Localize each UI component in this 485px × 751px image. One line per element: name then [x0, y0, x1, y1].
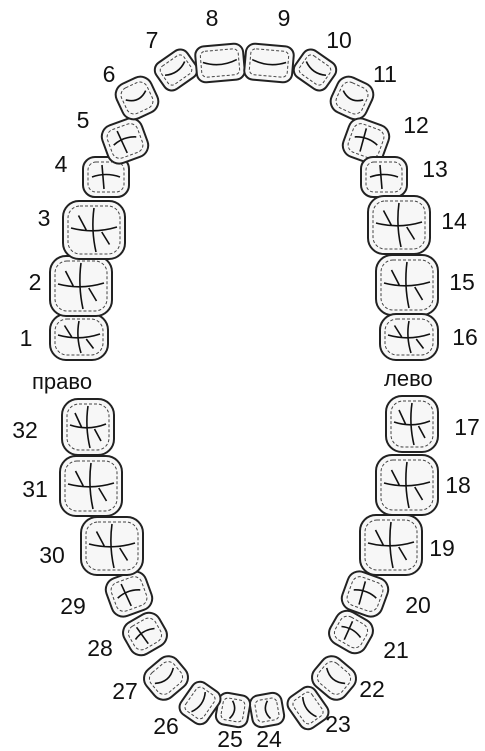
tooth-13-outline	[361, 157, 407, 197]
tooth-15[interactable]	[376, 255, 438, 315]
tooth-10[interactable]	[290, 46, 339, 94]
tooth-number-label-7: 7	[146, 27, 159, 53]
tooth-11[interactable]	[327, 73, 377, 123]
teeth-layer	[50, 43, 438, 733]
tooth-number-label-24: 24	[256, 726, 282, 751]
tooth-number-label-23: 23	[325, 711, 351, 737]
tooth-number-label-13: 13	[422, 156, 448, 182]
tooth-number-label-12: 12	[403, 112, 429, 138]
tooth-number-label-10: 10	[326, 27, 352, 53]
tooth-19[interactable]	[360, 515, 422, 575]
tooth-number-label-14: 14	[441, 208, 467, 234]
tooth-1[interactable]	[50, 314, 108, 360]
tooth-16[interactable]	[380, 314, 438, 360]
tooth-number-label-21: 21	[383, 637, 409, 663]
tooth-number-label-5: 5	[77, 107, 90, 133]
tooth-11-outline	[327, 73, 377, 123]
tooth-number-label-11: 11	[373, 61, 397, 87]
tooth-24-outline	[248, 691, 285, 728]
tooth-number-label-2: 2	[29, 269, 42, 295]
tooth-17[interactable]	[386, 396, 438, 452]
tooth-number-label-31: 31	[22, 476, 48, 502]
tooth-number-label-28: 28	[87, 635, 113, 661]
tooth-number-label-9: 9	[278, 5, 291, 31]
tooth-3[interactable]	[63, 201, 125, 259]
tooth-9[interactable]	[244, 43, 295, 83]
tooth-number-label-20: 20	[405, 592, 431, 618]
tooth-number-label-3: 3	[38, 205, 51, 231]
tooth-number-label-16: 16	[452, 324, 478, 350]
tooth-number-label-17: 17	[454, 414, 480, 440]
side-label-right: право	[32, 369, 92, 394]
tooth-number-label-8: 8	[206, 5, 219, 31]
tooth-14[interactable]	[368, 196, 430, 254]
tooth-13[interactable]	[361, 157, 407, 197]
tooth-number-label-30: 30	[39, 542, 65, 568]
tooth-number-label-19: 19	[429, 535, 455, 561]
tooth-2[interactable]	[50, 256, 112, 316]
tooth-number-label-27: 27	[112, 678, 138, 704]
tooth-number-label-4: 4	[55, 151, 68, 177]
tooth-8-outline	[195, 43, 246, 83]
tooth-number-label-26: 26	[153, 713, 179, 739]
tooth-number-label-32: 32	[12, 417, 38, 443]
tooth-number-label-1: 1	[20, 325, 33, 351]
tooth-number-label-18: 18	[445, 472, 471, 498]
tooth-7[interactable]	[151, 46, 200, 94]
tooth-32[interactable]	[62, 399, 114, 455]
tooth-number-label-25: 25	[217, 726, 243, 751]
tooth-30[interactable]	[81, 517, 143, 575]
tooth-8[interactable]	[195, 43, 246, 83]
tooth-24[interactable]	[248, 691, 285, 728]
tooth-10-outline	[290, 46, 339, 94]
tooth-number-label-6: 6	[103, 61, 116, 87]
tooth-6[interactable]	[112, 73, 162, 123]
tooth-6-outline	[112, 73, 162, 123]
tooth-9-outline	[244, 43, 295, 83]
tooth-number-label-29: 29	[60, 593, 86, 619]
tooth-18[interactable]	[376, 455, 438, 515]
tooth-number-label-22: 22	[359, 676, 385, 702]
tooth-7-outline	[151, 46, 200, 94]
tooth-number-label-15: 15	[449, 269, 475, 295]
tooth-31[interactable]	[60, 456, 122, 516]
side-label-left: лево	[384, 366, 433, 391]
